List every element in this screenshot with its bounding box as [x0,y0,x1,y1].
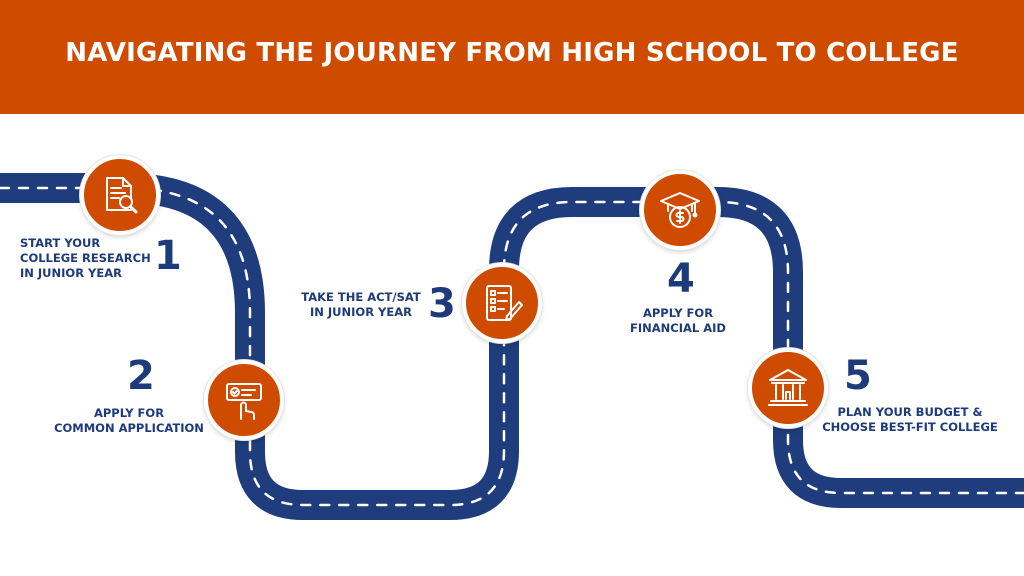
step-1-number: 1 [154,233,182,279]
step-4-badge [640,170,720,250]
form-check-pointer-icon [226,383,262,420]
road-lane-markings [0,186,1024,507]
step-2-badge [204,360,284,440]
page-title: NAVIGATING THE JOURNEY FROM HIGH SCHOOL … [65,38,959,68]
step-5-label: PLAN YOUR BUDGET & CHOOSE BEST-FIT COLLE… [822,405,998,434]
graduation-dollar-icon [660,192,700,228]
step-2-number: 2 [127,353,155,399]
step-1-label: START YOUR COLLEGE RESEARCH IN JUNIOR YE… [20,236,151,280]
college-building-icon [768,369,808,406]
step-3-label: TAKE THE ACT/SAT IN JUNIOR YEAR [301,290,421,319]
step-4-label: APPLY FOR FINANCIAL AID [630,306,726,335]
checklist-pencil-icon [486,285,523,321]
step-5-number: 5 [844,353,872,399]
step-5-badge [748,348,828,428]
step-3-number: 3 [428,281,456,327]
document-search-icon [106,177,138,214]
step-2-label: APPLY FOR COMMON APPLICATION [54,406,204,435]
step-4-number: 4 [667,256,695,302]
step-3-badge [462,263,542,343]
step-1-badge [80,155,160,235]
header-banner: NAVIGATING THE JOURNEY FROM HIGH SCHOOL … [0,0,1024,114]
